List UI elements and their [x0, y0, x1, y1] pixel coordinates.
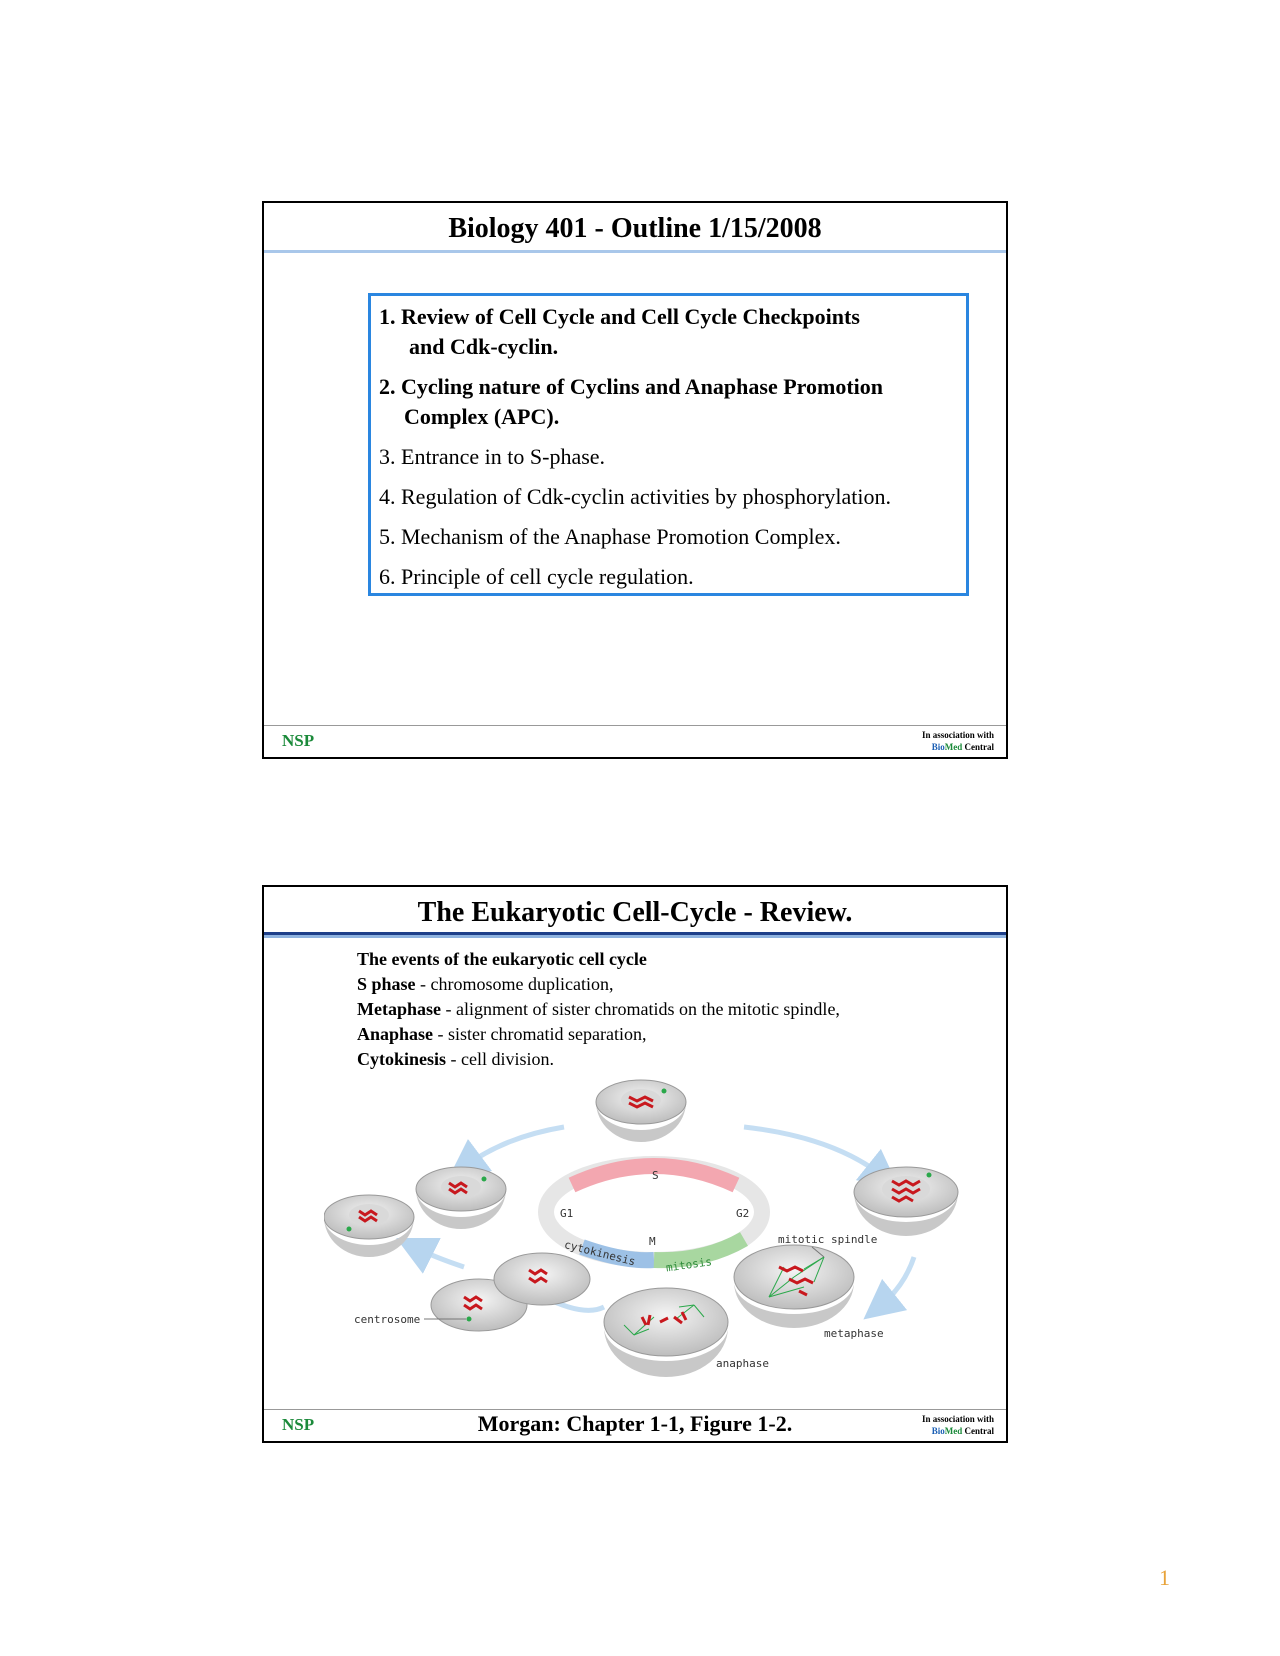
outline-item-1: 1. Review of Cell Cycle and Cell Cycle C… — [379, 304, 860, 359]
s-phase-arc — [568, 1158, 740, 1193]
cell-cycle-figure: S G1 G2 M cytokinesis mitosis — [324, 1079, 959, 1377]
label-centrosome: centrosome — [354, 1313, 420, 1326]
page-number: 1 — [1159, 1565, 1170, 1590]
cell-dividing — [430, 1252, 591, 1332]
outline-item-4: 4. Regulation of Cdk-cyclin activities b… — [379, 484, 892, 509]
outline-item-2: 2. Cycling nature of Cyclins and Anaphas… — [379, 374, 884, 429]
slide-title: Biology 401 - Outline 1/15/2008 — [448, 213, 822, 244]
label-metaphase: metaphase — [824, 1327, 884, 1340]
outline-item-6: 6. Principle of cell cycle regulation. — [379, 564, 694, 589]
cell-top — [595, 1079, 687, 1142]
footer-nsp-logo: NSP — [282, 1415, 315, 1434]
figure-caption: Morgan: Chapter 1-1, Figure 1-2. — [477, 1411, 793, 1436]
label-anaphase: anaphase — [716, 1357, 769, 1370]
event-metaphase: Metaphase - alignment of sister chromati… — [357, 999, 840, 1019]
outline-item-3: 3. Entrance in to S-phase. — [379, 444, 606, 469]
outline-box: 1. Review of Cell Cycle and Cell Cycle C… — [368, 293, 969, 596]
cell-g1-right — [415, 1166, 507, 1229]
event-cytokinesis: Cytokinesis - cell division. — [357, 1049, 554, 1069]
footer-divider — [264, 1409, 1006, 1410]
events-intro: The events of the eukaryotic cell cycle — [357, 949, 647, 969]
label-mitosis: mitosis — [665, 1255, 713, 1274]
phase-ring: S G1 G2 M cytokinesis mitosis — [538, 1156, 770, 1274]
label-g2: G2 — [736, 1207, 749, 1220]
event-anaphase: Anaphase - sister chromatid separation, — [357, 1024, 647, 1044]
outline-item-5: 5. Mechanism of the Anaphase Promotion C… — [379, 524, 841, 549]
footer-nsp-logo: NSP — [282, 731, 315, 750]
label-s: S — [652, 1169, 659, 1182]
label-g1: G1 — [560, 1207, 573, 1220]
cell-anaphase — [603, 1287, 729, 1377]
cell-g2 — [853, 1166, 959, 1236]
title-divider — [264, 250, 1006, 253]
footer-association: In association with BioMed Central — [921, 1414, 994, 1436]
cell-cycle-events: The events of the eukaryotic cell cycle … — [357, 947, 840, 1072]
cytokinesis-arc — [579, 1239, 655, 1269]
title-divider-dark — [264, 932, 1006, 935]
mitosis-arc — [653, 1231, 748, 1269]
event-s-phase: S phase - chromosome duplication, — [357, 974, 614, 994]
slide-outline: Biology 401 - Outline 1/15/2008 1. Revie… — [262, 201, 1008, 759]
cell-g1-left — [324, 1194, 415, 1257]
cell-metaphase — [733, 1244, 855, 1328]
label-mitotic-spindle: mitotic spindle — [778, 1233, 877, 1246]
slide-cell-cycle-review: The Eukaryotic Cell-Cycle - Review. The … — [262, 885, 1008, 1443]
label-m: M — [649, 1235, 656, 1248]
cycle-arrows — [396, 1124, 917, 1320]
slide-title: The Eukaryotic Cell-Cycle - Review. — [417, 897, 853, 928]
footer-association: In association with BioMed Central — [921, 730, 994, 752]
title-divider-light — [264, 935, 1006, 938]
footer-divider — [264, 725, 1006, 726]
